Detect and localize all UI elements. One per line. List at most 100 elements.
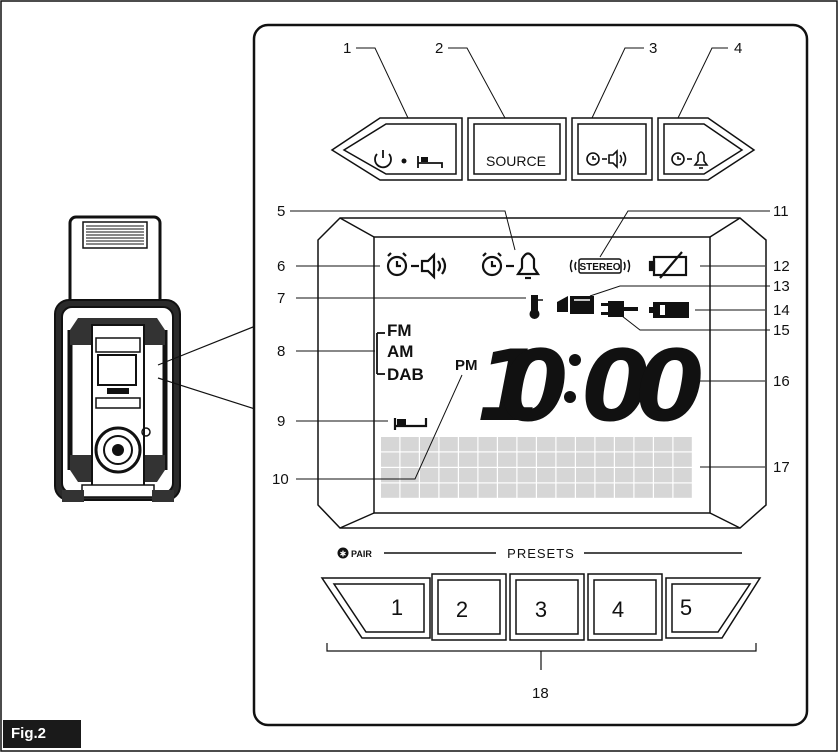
- matrix-cell: [478, 483, 497, 498]
- callout-17: 17: [773, 459, 790, 476]
- matrix-cell: [615, 452, 634, 467]
- radio-device-illustration: [54, 215, 181, 502]
- matrix-cell: [537, 452, 556, 467]
- stereo-label: STEREO: [579, 262, 620, 273]
- callout-3: 3: [649, 40, 657, 57]
- sleep-icon: [393, 418, 428, 430]
- matrix-cell: [439, 452, 458, 467]
- callout-18: 18: [532, 685, 549, 702]
- matrix-cell: [595, 437, 614, 452]
- power-plug-icon: [601, 301, 638, 317]
- callout-7: 7: [277, 290, 285, 307]
- clock-colon-top: [569, 354, 581, 366]
- top-button-row: [330, 117, 756, 181]
- preset-key-5[interactable]: 5: [680, 595, 692, 620]
- matrix-cell: [381, 468, 400, 483]
- clock-colon-bottom: [564, 391, 576, 403]
- matrix-cell: [400, 468, 419, 483]
- matrix-cell: [381, 483, 400, 498]
- temperature-icon: [529, 295, 543, 319]
- matrix-cell: [595, 468, 614, 483]
- band-dab: DAB: [387, 365, 424, 384]
- preset-key-1[interactable]: 1: [391, 595, 403, 620]
- zoom-line-bottom: [157, 377, 259, 411]
- source-button-label[interactable]: SOURCE: [486, 153, 546, 169]
- matrix-cell: [537, 483, 556, 498]
- matrix-cell: [673, 437, 692, 452]
- matrix-cell: [381, 437, 400, 452]
- matrix-cell: [420, 452, 439, 467]
- matrix-cell: [400, 483, 419, 498]
- power-sleep-icon[interactable]: [374, 150, 443, 169]
- matrix-cell: [420, 437, 439, 452]
- matrix-cell: [595, 483, 614, 498]
- matrix-cell: [478, 452, 497, 467]
- pair-label-group: ✱ PAIR: [337, 547, 372, 559]
- matrix-cell: [517, 468, 536, 483]
- matrix-cell: [400, 452, 419, 467]
- matrix-cell: [498, 483, 517, 498]
- matrix-cell: [673, 468, 692, 483]
- matrix-cell: [439, 468, 458, 483]
- matrix-cell: [595, 452, 614, 467]
- alarm-buzzer-button-icon[interactable]: [586, 149, 627, 169]
- matrix-cell: [654, 452, 673, 467]
- clock-hour-2: 0: [500, 330, 568, 444]
- band-fm: FM: [387, 321, 412, 340]
- preset-key-2[interactable]: 2: [456, 597, 468, 622]
- battery-charging-icon: [557, 296, 594, 314]
- callout-15: 15: [773, 322, 790, 339]
- presets-header: PRESETS: [507, 546, 575, 561]
- matrix-cell: [615, 483, 634, 498]
- matrix-cell: [420, 483, 439, 498]
- callout-16: 16: [773, 373, 790, 390]
- dot-matrix-area: [381, 437, 692, 498]
- callout-6: 6: [277, 258, 285, 275]
- pm-indicator: PM: [455, 357, 478, 374]
- matrix-cell: [459, 437, 478, 452]
- matrix-cell: [576, 483, 595, 498]
- callout-9: 9: [277, 413, 285, 430]
- preset-keys: [320, 573, 762, 641]
- stereo-indicator: STEREO: [569, 258, 631, 274]
- matrix-cell: [634, 452, 653, 467]
- matrix-cell: [673, 483, 692, 498]
- callout-numbers: 1 2 3 4 5 11 6 12 7 13 14 15 8 16 9 17 1…: [272, 40, 790, 702]
- matrix-cell: [556, 483, 575, 498]
- svg-text:✱: ✱: [340, 550, 347, 559]
- matrix-cell: [478, 437, 497, 452]
- battery-full-icon: [649, 302, 689, 318]
- alarm-bell-button-icon[interactable]: [671, 151, 709, 169]
- matrix-cell: [381, 452, 400, 467]
- callout-13: 13: [773, 278, 790, 295]
- matrix-cell: [634, 468, 653, 483]
- matrix-cell: [576, 437, 595, 452]
- preset-key-4[interactable]: 4: [612, 597, 624, 622]
- matrix-cell: [517, 437, 536, 452]
- callout-1: 1: [343, 40, 351, 57]
- matrix-cell: [673, 452, 692, 467]
- matrix-cell: [517, 452, 536, 467]
- callout-14: 14: [773, 302, 790, 319]
- matrix-cell: [537, 437, 556, 452]
- matrix-cell: [576, 452, 595, 467]
- matrix-cell: [400, 437, 419, 452]
- matrix-cell: [478, 468, 497, 483]
- matrix-cell: [498, 437, 517, 452]
- matrix-cell: [654, 483, 673, 498]
- matrix-cell: [439, 437, 458, 452]
- matrix-cell: [654, 437, 673, 452]
- callout-8: 8: [277, 343, 285, 360]
- matrix-cell: [556, 452, 575, 467]
- matrix-cell: [498, 452, 517, 467]
- leader-lines: [290, 47, 770, 480]
- clock-min-1: 0: [582, 330, 650, 444]
- matrix-cell: [439, 483, 458, 498]
- preset-key-3[interactable]: 3: [535, 597, 547, 622]
- figure-label: Fig.2: [3, 720, 81, 748]
- band-am: AM: [387, 342, 413, 361]
- clock-min-2: 0: [636, 330, 704, 444]
- zoom-line-top: [157, 324, 259, 366]
